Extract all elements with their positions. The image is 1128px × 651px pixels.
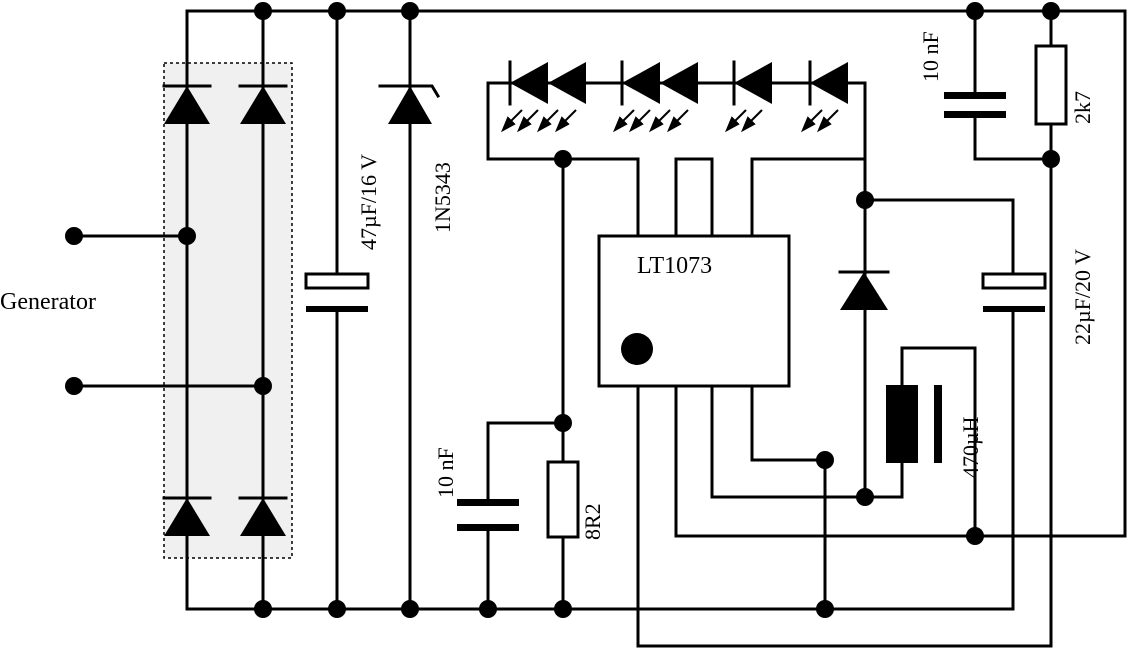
- zener-diode: [378, 84, 441, 124]
- resistor-8r2: [546, 460, 580, 539]
- led-1: [508, 60, 548, 106]
- bridge-diode-bottom-left: [162, 496, 212, 536]
- led-string: [500, 60, 848, 133]
- zener-label: 1N5343: [430, 162, 455, 233]
- led-6: [808, 60, 848, 106]
- cap-timing-label: 10 nF: [433, 447, 458, 498]
- led-2: [548, 62, 586, 104]
- cap-input-label: 47µF/16 V: [356, 154, 381, 250]
- capacitor-10nf-feedback: [944, 92, 1006, 118]
- capacitor-22uf: [981, 272, 1047, 312]
- output-diode: [838, 270, 890, 310]
- res-sense-label: 8R2: [580, 503, 605, 540]
- ic-label: LT1073: [637, 253, 712, 279]
- pin1-marker: [621, 333, 653, 365]
- bridge-diode-top-right: [238, 84, 288, 124]
- resistor-2k7: [1034, 44, 1068, 126]
- led-3: [620, 60, 660, 106]
- led-4: [660, 62, 698, 104]
- led-arrows: [500, 109, 839, 133]
- capacitor-47uf: [304, 272, 370, 312]
- cap-output-label: 22µF/20 V: [1070, 249, 1095, 345]
- ic-lt1073: [597, 234, 791, 388]
- bridge-rectifier-box: [163, 62, 293, 559]
- junction-dots: [65, 2, 1060, 618]
- generator-label: Generator: [0, 289, 96, 315]
- led-5: [732, 60, 772, 106]
- inductor-label: 470µH: [958, 416, 983, 478]
- inductor-470uh: [886, 385, 942, 463]
- cap-feedback-label: 10 nF: [918, 31, 943, 82]
- capacitor-10nf-timing: [457, 499, 519, 531]
- bridge-diode-top-left: [162, 84, 212, 124]
- res-feedback-label: 2k7: [1070, 91, 1095, 124]
- bridge-diode-bottom-right: [238, 496, 288, 536]
